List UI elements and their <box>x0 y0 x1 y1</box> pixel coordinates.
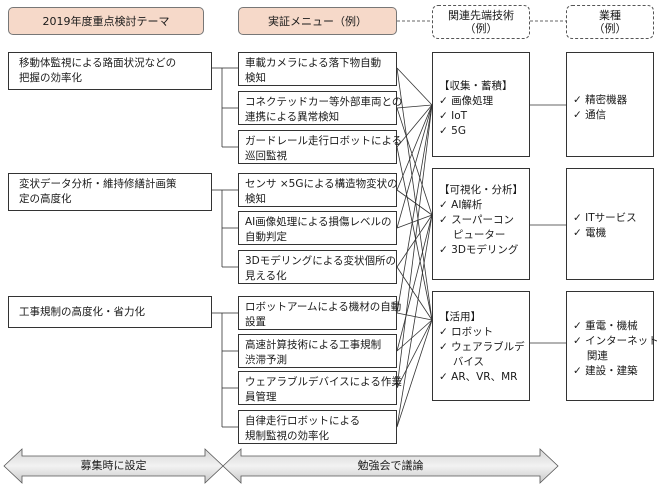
menu-box-3: ガードレール走行ロボットによる 巡回監視 <box>238 130 402 164</box>
theme-box-2: 変状データ分析・維持修繕計画策 定の高度化 <box>8 173 212 211</box>
industry-box-3: ✓ 重電・機械 ✓ インターネット 関連 ✓ 建設・建築 <box>566 291 659 401</box>
menu-box-5: AI画像処理による損傷レベルの 自動判定 <box>238 211 397 245</box>
menu-box-7: ロボットアームによる機材の自動 設置 <box>238 296 401 330</box>
tech-box-utilize: 【活用】 ✓ ロボット ✓ ウェアラブルデ バイス ✓ AR、VR、MR <box>432 291 530 401</box>
menu-box-8: 高速計算技術による工事規制 渋滞予測 <box>238 334 397 368</box>
discussion-phase-arrow <box>222 448 559 484</box>
theme-box-3: 工事規制の高度化・省力化 <box>8 296 212 328</box>
industry-box-1: ✓ 精密機器 ✓ 通信 <box>566 52 654 157</box>
menu-box-4: センサ ×5Gによる構造物変状の 検知 <box>238 173 398 207</box>
discussion-phase-label: 勉強会で議論 <box>357 459 424 472</box>
menu-column-header: 実証メニュー（例） <box>238 7 397 35</box>
theme-box-1: 移動体監視による路面状況などの 把握の効率化 <box>8 52 212 90</box>
industry-box-2: ✓ ITサービス ✓ 電機 <box>566 168 654 280</box>
industry-column-header: 業種 （例） <box>566 5 654 39</box>
menu-box-9: ウェアラブルデバイスによる作業 員管理 <box>238 371 402 405</box>
menu-box-10: 自律走行ロボットによる 規制監視の効率化 <box>238 410 397 444</box>
tech-box-collect: 【収集・蓄積】 ✓ 画像処理 ✓ IoT ✓ 5G <box>432 52 530 157</box>
tech-box-visualize: 【可視化・分析】 ✓ AI解析 ✓ スーパーコン ピューター ✓ 3Dモデリング <box>432 168 530 280</box>
menu-box-1: 車載カメラによる落下物自動 検知 <box>238 52 397 86</box>
setup-phase-label: 募集時に設定 <box>80 459 147 472</box>
tech-column-header: 関連先端技術 （例） <box>432 5 530 39</box>
theme-column-header: 2019年度重点検討テーマ <box>8 7 204 35</box>
menu-box-6: 3Dモデリングによる変状個所の 見える化 <box>238 250 397 284</box>
menu-box-2: コネクテッドカー等外部車両との 連携による異常検知 <box>238 91 402 125</box>
